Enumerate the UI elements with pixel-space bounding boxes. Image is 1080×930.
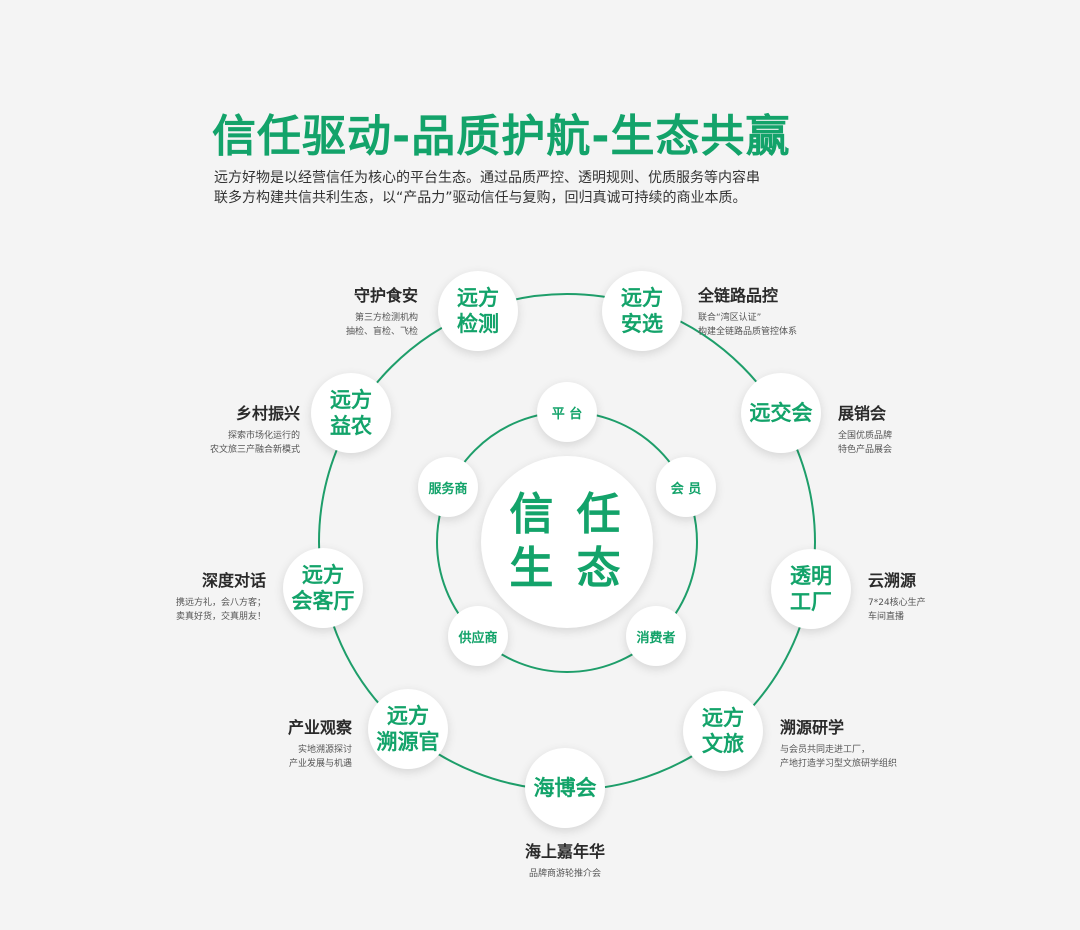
node-yuanfang-jiance: 远方 检测 xyxy=(438,271,518,351)
inner-node-text: 供应商 xyxy=(458,630,498,646)
node-text: 海博会 xyxy=(533,776,597,800)
node-text: 安选 xyxy=(621,312,663,336)
node-text: 益农 xyxy=(330,414,372,438)
label-subtext: 产业发展与机遇 xyxy=(288,759,352,769)
node-text: 文旅 xyxy=(702,732,744,756)
node-text: 远方 xyxy=(702,706,744,730)
label-subtext: 农文旅三产融合新模式 xyxy=(209,445,300,455)
label-title: 全链路品控 xyxy=(698,286,779,305)
label-title: 展销会 xyxy=(838,404,887,423)
label-title: 乡村振兴 xyxy=(235,404,300,423)
node-text: 远交会 xyxy=(749,401,813,425)
inner-node-consumer: 消费者 xyxy=(626,606,686,666)
label-subtext: 全国优质品牌 xyxy=(838,431,893,441)
node-text: 会客厅 xyxy=(291,589,355,613)
label-title: 产业观察 xyxy=(287,718,352,737)
inner-node-service-provider: 服务商 xyxy=(418,457,478,517)
inner-node-text: 会 员 xyxy=(670,481,702,497)
node-haibohui: 海博会 xyxy=(525,748,605,828)
center-hub: 信 任 生 态 xyxy=(481,456,653,628)
label-title: 海上嘉年华 xyxy=(524,842,606,861)
label-chanye-guancha: 产业观察 实地溯源探讨 产业发展与机遇 xyxy=(288,714,352,771)
node-text: 远方 xyxy=(457,286,499,310)
inner-node-supplier: 供应商 xyxy=(448,606,508,666)
label-subtext: 联合“湾区认证” xyxy=(698,313,762,323)
inner-node-platform: 平 台 xyxy=(537,382,597,442)
node-text: 检测 xyxy=(457,312,499,336)
intro-line: 联多方构建共信共利生态，以“产品力”驱动信任与复购，回归真诚可持续的商业本质。 xyxy=(214,190,747,206)
label-suyuan-yanxue: 溯源研学 与会员共同走进工厂， 产地打造学习型文旅研学组织 xyxy=(780,714,897,771)
inner-node-text: 消费者 xyxy=(636,630,676,646)
label-shouhu-shian: 守护食安 第三方检测机构 抽检、盲检、飞检 xyxy=(346,282,418,339)
node-text: 远方 xyxy=(621,286,663,310)
label-subtext: 携远方礼，会八方客； xyxy=(175,598,266,608)
label-yunsuyuan: 云溯源 7*24核心生产 车间直播 xyxy=(868,567,926,624)
node-text: 远方 xyxy=(302,563,344,587)
label-title: 云溯源 xyxy=(868,571,917,590)
intro-line: 远方好物是以经营信任为核心的平台生态。通过品质严控、透明规则、优质服务等内容串 xyxy=(214,170,760,186)
node-yuanfang-yinong: 远方 益农 xyxy=(311,373,391,453)
label-subtext: 探索市场化运行的 xyxy=(227,431,300,441)
node-yuanfang-wenlv: 远方 文旅 xyxy=(683,691,763,771)
label-subtext: 构建全链路品质管控体系 xyxy=(698,327,798,337)
inner-node-text: 服务商 xyxy=(428,481,468,497)
node-yuanfang-suyuanguan: 远方 溯源官 xyxy=(368,689,448,769)
label-subtext: 品牌商游轮推介会 xyxy=(528,869,602,879)
label-subtext: 实地溯源探讨 xyxy=(297,745,352,755)
inner-node-text: 平 台 xyxy=(551,406,583,422)
label-subtext: 车间直播 xyxy=(868,612,905,622)
node-yuanfang-huiketing: 远方 会客厅 xyxy=(283,548,363,628)
label-subtext: 第三方检测机构 xyxy=(354,313,418,323)
label-title: 深度对话 xyxy=(201,571,266,590)
node-toumin-gongchang: 透明 工厂 xyxy=(771,549,851,629)
inner-node-member: 会 员 xyxy=(656,457,716,517)
label-xiangcun-zhenxing: 乡村振兴 探索市场化运行的 农文旅三产融合新模式 xyxy=(210,400,300,457)
node-text: 溯源官 xyxy=(376,730,440,754)
center-line: 信 任 xyxy=(509,489,625,540)
label-title: 守护食安 xyxy=(353,286,418,305)
node-text: 工厂 xyxy=(790,590,832,614)
node-text: 远方 xyxy=(387,704,429,728)
label-subtext: 产地打造学习型文旅研学组织 xyxy=(780,759,898,769)
label-subtext: 卖真好货，交真朋友！ xyxy=(175,612,266,622)
center-line: 生 态 xyxy=(509,543,625,594)
label-subtext: 与会员共同走进工厂， xyxy=(780,745,871,755)
label-title: 溯源研学 xyxy=(780,718,845,737)
label-subtext: 7*24核心生产 xyxy=(868,598,926,608)
label-quanlianlu-pinkong: 全链路品控 联合“湾区认证” 构建全链路品质管控体系 xyxy=(698,282,797,339)
label-subtext: 抽检、盲检、飞检 xyxy=(345,327,418,337)
label-shendu-duihua: 深度对话 携远方礼，会八方客； 卖真好货，交真朋友！ xyxy=(176,567,266,624)
intro-text: 远方好物是以经营信任为核心的平台生态。通过品质严控、透明规则、优质服务等内容串 … xyxy=(214,168,774,208)
node-yuanjiaohui: 远交会 xyxy=(741,373,821,453)
label-subtext: 特色产品展会 xyxy=(838,445,893,455)
label-zhanxiaohui: 展销会 全国优质品牌 特色产品展会 xyxy=(838,400,892,457)
page-title: 信任驱动-品质护航-生态共赢 xyxy=(212,111,791,162)
node-text: 透明 xyxy=(790,564,832,588)
node-text: 远方 xyxy=(330,388,372,412)
node-yuanfang-anxuan: 远方 安选 xyxy=(602,271,682,351)
label-haishang-jianianhua: 海上嘉年华 品牌商游轮推介会 xyxy=(525,838,605,881)
